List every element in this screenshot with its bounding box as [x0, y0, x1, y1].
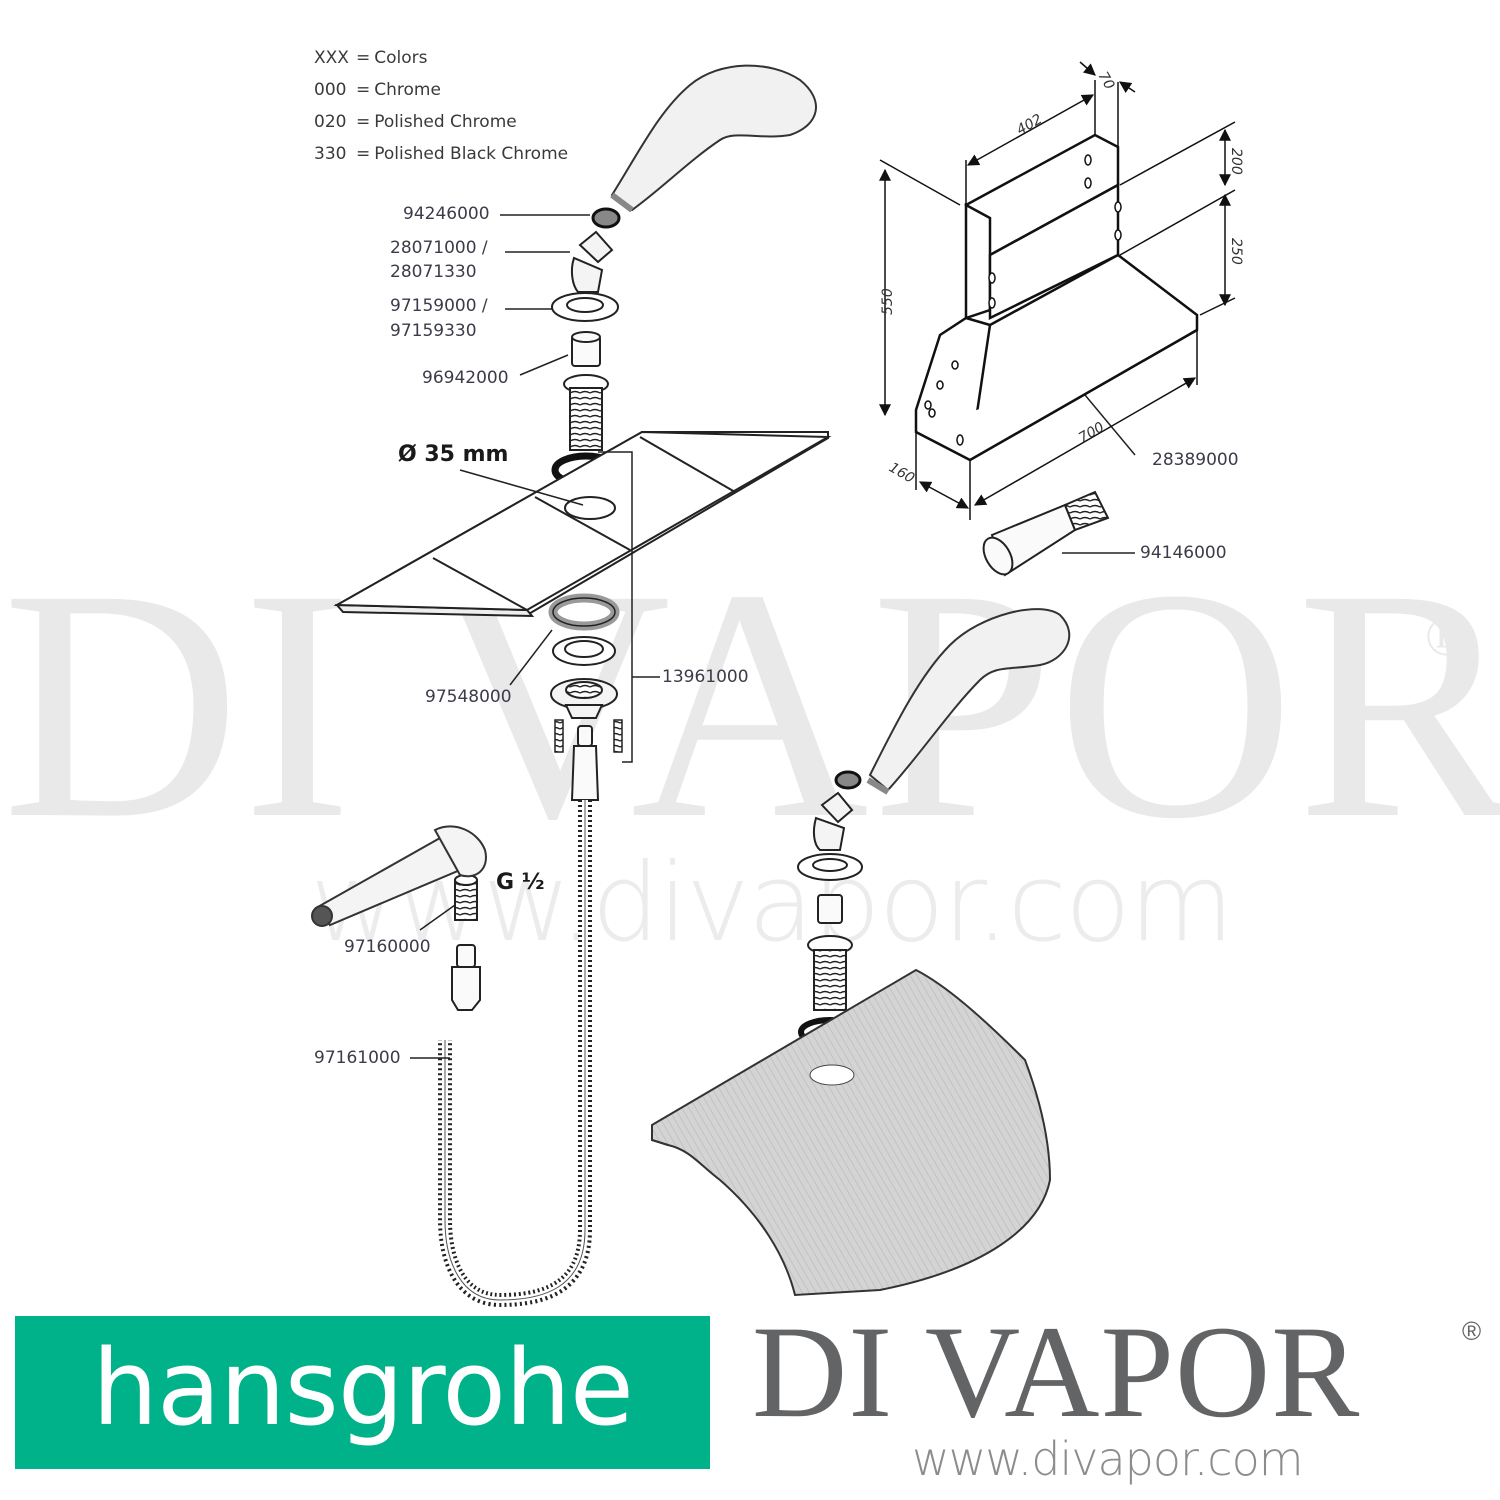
divapor-url: www.divapor.com	[912, 1432, 1304, 1486]
wall-bracket-28389000	[914, 133, 1199, 462]
rosette	[551, 292, 619, 322]
divapor-logo: DI VAPOR	[752, 1298, 1361, 1445]
hose-connector-top	[570, 725, 600, 801]
part-label-97159000: 97159000 /	[390, 296, 488, 316]
dim-250: 250	[1228, 238, 1244, 265]
bath-rim	[651, 968, 1052, 1297]
dim-160: 160	[886, 460, 917, 487]
extension-94146000	[982, 490, 1110, 577]
part-label-94146000: 94146000	[1140, 543, 1227, 563]
legend-row: 000=Chrome	[314, 80, 441, 100]
tile-strip	[333, 430, 832, 618]
legend-row: 020=Polished Chrome	[314, 112, 517, 132]
dim-200: 200	[1228, 148, 1244, 175]
legend-row: 330=Polished Black Chrome	[314, 144, 569, 164]
shower-hose	[438, 800, 592, 1308]
part-label-28071330: 28071330	[390, 262, 477, 282]
supply-pipe	[311, 825, 487, 927]
dim-550: 550	[880, 288, 896, 315]
adapter-97160000	[454, 874, 478, 921]
part-label-28071000: 28071000 /	[390, 238, 488, 258]
elbow-connector	[570, 230, 614, 293]
hansgrohe-logo: hansgrohe	[15, 1316, 710, 1469]
divapor-registered-mark: ®	[1462, 1316, 1482, 1346]
washer-94246000	[591, 207, 621, 229]
dim-402: 402	[1014, 111, 1045, 138]
flat-washer	[552, 636, 616, 666]
hose-connector-bottom	[451, 944, 481, 1011]
color-legend: XXX=Colors 000=Chrome 020=Polished Chrom…	[314, 42, 568, 170]
part-label-94246000: 94246000	[403, 204, 490, 224]
part-label-97161000: 97161000	[314, 1048, 401, 1068]
hand-shower-bottom	[866, 608, 1071, 795]
thread-size-callout: G ½	[496, 870, 545, 895]
part-label-13961000: 13961000	[662, 667, 749, 687]
part-label-96942000: 96942000	[422, 368, 509, 388]
hand-shower-top	[610, 64, 817, 213]
mounting-nut	[550, 678, 618, 719]
dim-70: 70	[1095, 69, 1118, 93]
threaded-shank	[563, 374, 609, 451]
bracket-dimension-lines	[879, 61, 1236, 520]
dim-700: 700	[1076, 419, 1107, 446]
part-label-97160000: 97160000	[344, 937, 431, 957]
hansgrohe-logo-text: hansgrohe	[92, 1326, 634, 1449]
legend-row: XXX=Colors	[314, 48, 428, 68]
hole-diameter-callout: Ø 35 mm	[398, 442, 509, 467]
screws	[554, 719, 623, 753]
tile-hole	[564, 496, 616, 520]
part-label-97159330: 97159330	[390, 321, 477, 341]
part-label-97548000: 97548000	[425, 687, 512, 707]
sleeve	[571, 331, 601, 367]
part-label-28389000: 28389000	[1152, 450, 1239, 470]
